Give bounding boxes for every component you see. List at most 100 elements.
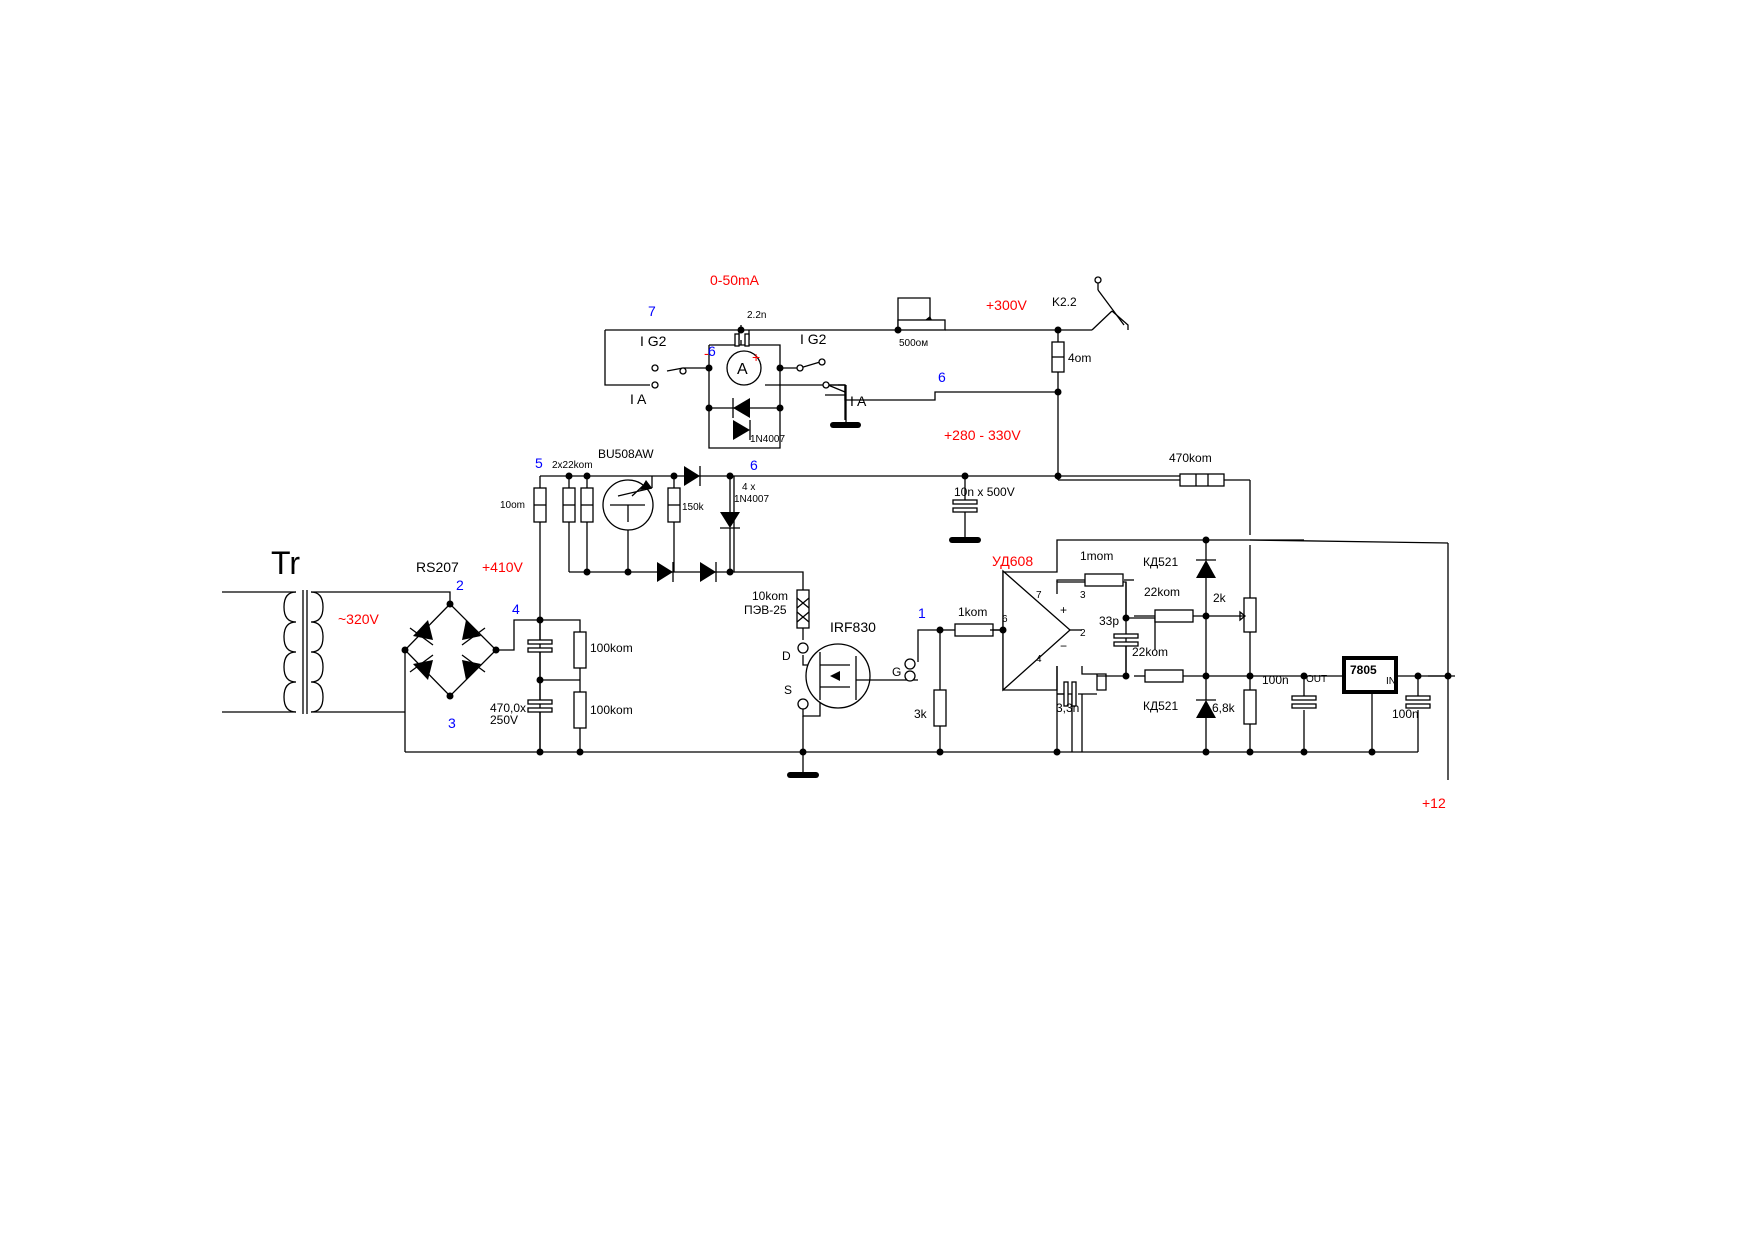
label-0-50ma: 0-50mA: [710, 272, 760, 288]
label-22kom-top: 22kom: [1144, 585, 1180, 599]
ammeter-meter: [726, 330, 762, 440]
label-plus: +: [1060, 603, 1067, 617]
label-280-330v: +280 - 330V: [944, 427, 1021, 443]
label-pev25: ПЭВ-25: [744, 603, 787, 617]
resistor-470kom: [1179, 473, 1225, 487]
label-node-4: 4: [512, 601, 520, 617]
label-10kom: 10kom: [752, 589, 788, 603]
bridge-rectifier-rs207: [404, 603, 497, 697]
label-node-7: 7: [648, 303, 656, 319]
labels: Tr ~320V RS207 2 3 4 +410V 100kom 100kom…: [271, 272, 1446, 811]
label-22kom-bottom: 22kom: [1132, 645, 1168, 659]
label-100kom-bottom: 100kom: [590, 703, 633, 717]
filter-capacitors: [527, 620, 587, 752]
label-node-5: 5: [535, 455, 543, 471]
label-node-3: 3: [448, 715, 456, 731]
label-410v: +410V: [482, 559, 524, 575]
label-pin-6: 6: [1002, 614, 1008, 625]
start-resistors: [533, 487, 681, 523]
label-node-6-top: 6: [750, 457, 758, 473]
label-4om: 4om: [1068, 351, 1091, 365]
resistor-6-8k: [1243, 689, 1257, 725]
label-ud608: УД608: [992, 553, 1033, 569]
label-node-1: 1: [918, 605, 926, 621]
label-150k: 150k: [682, 502, 705, 513]
label-tr: Tr: [271, 545, 300, 581]
capacitor-3-3n: [1057, 681, 1097, 707]
resistor-22kom-top: [1154, 609, 1194, 623]
label-2k: 2k: [1213, 591, 1227, 605]
label-minus: −: [1060, 639, 1067, 653]
label-10om: 10om: [500, 500, 525, 511]
label-s: S: [784, 683, 792, 697]
label-1mom: 1mom: [1080, 549, 1113, 563]
resistor-22kom-bottom: [1144, 669, 1184, 683]
label-ia-right: I A: [850, 393, 867, 409]
label-rs207: RS207: [416, 559, 459, 575]
label-1n4007-chain: 1N4007: [734, 494, 769, 505]
label-470kom: 470kom: [1169, 451, 1212, 465]
label-2x22kom: 2x22kom: [552, 460, 593, 471]
label-300v: +300V: [986, 297, 1028, 313]
transformer-tr: [283, 590, 324, 714]
label-100n-left: 100n: [1262, 673, 1289, 687]
label-meter-plus: +: [752, 349, 760, 365]
label-1n4007-meter: 1N4007: [750, 434, 785, 445]
diodes-4x1n4007: [657, 466, 740, 582]
label-kd521-top: КД521: [1143, 555, 1178, 569]
label-in: IN: [1386, 676, 1396, 687]
potentiometer-2k: [1243, 597, 1257, 633]
label-3-3n: 3,3n: [1056, 701, 1079, 715]
capacitor-10n-500v: [952, 499, 978, 513]
label-pin-3: 3: [1080, 590, 1086, 601]
relay-contact-k2-2: [1091, 276, 1125, 331]
label-ig2-right: I G2: [800, 331, 827, 347]
label-meter-a: A: [737, 361, 748, 378]
capacitors-100n: [1291, 695, 1431, 709]
label-node-6-meter: 6: [708, 343, 716, 359]
label-100kom-top: 100kom: [590, 641, 633, 655]
transistor-bu508aw: [602, 479, 654, 531]
label-10n-500v: 10n x 500V: [954, 485, 1015, 499]
label-kd521-bottom: КД521: [1143, 699, 1178, 713]
resistor-10kom-pev25: [796, 589, 810, 629]
label-node-6-right: 6: [938, 369, 946, 385]
label-k2-2: K2.2: [1052, 295, 1077, 309]
label-ig2-left: I G2: [640, 333, 667, 349]
label-2-2n: 2.2n: [747, 310, 766, 321]
label-3k: 3k: [914, 707, 928, 721]
label-6-8k: 6,8k: [1212, 701, 1236, 715]
mosfet-irf830: [797, 642, 916, 710]
label-d: D: [782, 649, 791, 663]
label-g: G: [892, 665, 901, 679]
junction-dots: [401, 326, 1452, 756]
label-100n-right: 100n: [1392, 707, 1419, 721]
resistor-1mom: [1084, 573, 1124, 587]
label-pin-7: 7: [1036, 590, 1042, 601]
resistor-1kom: [954, 623, 994, 637]
label-pin-4: 4: [1036, 654, 1042, 665]
switch-ig2-right[interactable]: [796, 358, 830, 389]
label-plus12: +12: [1422, 795, 1446, 811]
ground-symbols: [787, 422, 981, 778]
diodes-kd521: [1196, 559, 1216, 718]
label-4x: 4 x: [742, 482, 755, 493]
potentiometer-500om: [897, 316, 946, 331]
label-bu508aw: BU508AW: [598, 447, 654, 461]
label-out: OUT: [1306, 674, 1327, 685]
label-pin-2: 2: [1080, 628, 1086, 639]
label-500om: 500ом: [899, 338, 928, 349]
label-irf830: IRF830: [830, 619, 876, 635]
label-33p: 33p: [1099, 614, 1119, 628]
label-470u: 470,0x: [490, 701, 526, 715]
label-ac-voltage: ~320V: [338, 611, 380, 627]
label-1kom: 1kom: [958, 605, 987, 619]
label-meter-minus: -: [704, 345, 709, 361]
regulator-7805: [1342, 656, 1398, 694]
label-250v: 250V: [490, 713, 518, 727]
switch-ig2-left[interactable]: [651, 364, 687, 389]
resistor-3k: [933, 689, 947, 727]
label-ia-left: I A: [630, 391, 647, 407]
